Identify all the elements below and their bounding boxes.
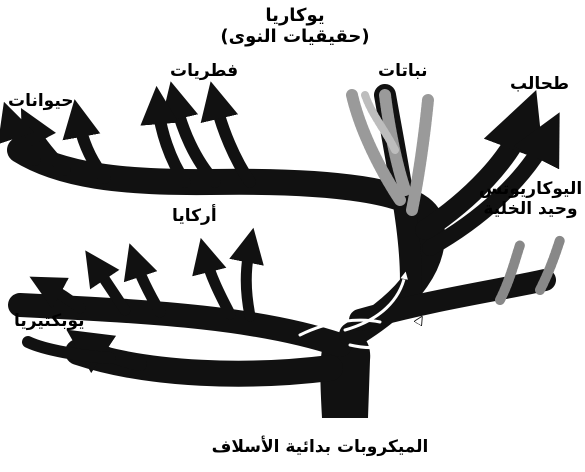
label-fungi: فطريات (170, 62, 238, 82)
bacteria-branch (28, 342, 330, 374)
label-root-ancestor: الميكروبات بدائية الأسلاف (200, 438, 440, 458)
label-plants: نباتات (378, 62, 428, 82)
label-unicellular-eukaryotes: اليوكاريوتس وحيد الخلية (478, 180, 583, 219)
unicellular-eukaryote-branch (360, 240, 560, 320)
label-archaea: أركايا (172, 207, 217, 227)
label-bacteria: يوبكتيريا (14, 312, 85, 332)
label-algae: طحالب (510, 75, 569, 95)
label-unicellular-line1: اليوكاريوتس (478, 180, 583, 200)
eukarya-title-sub: (حقيقيات النوى) (220, 27, 370, 48)
eukarya-title-main: يوكاريا (220, 6, 370, 27)
label-unicellular-line2: وحيد الخلية (478, 200, 583, 220)
label-animals: حيوانات (8, 92, 74, 112)
eukarya-title: يوكاريا (حقيقيات النوى) (220, 6, 370, 47)
